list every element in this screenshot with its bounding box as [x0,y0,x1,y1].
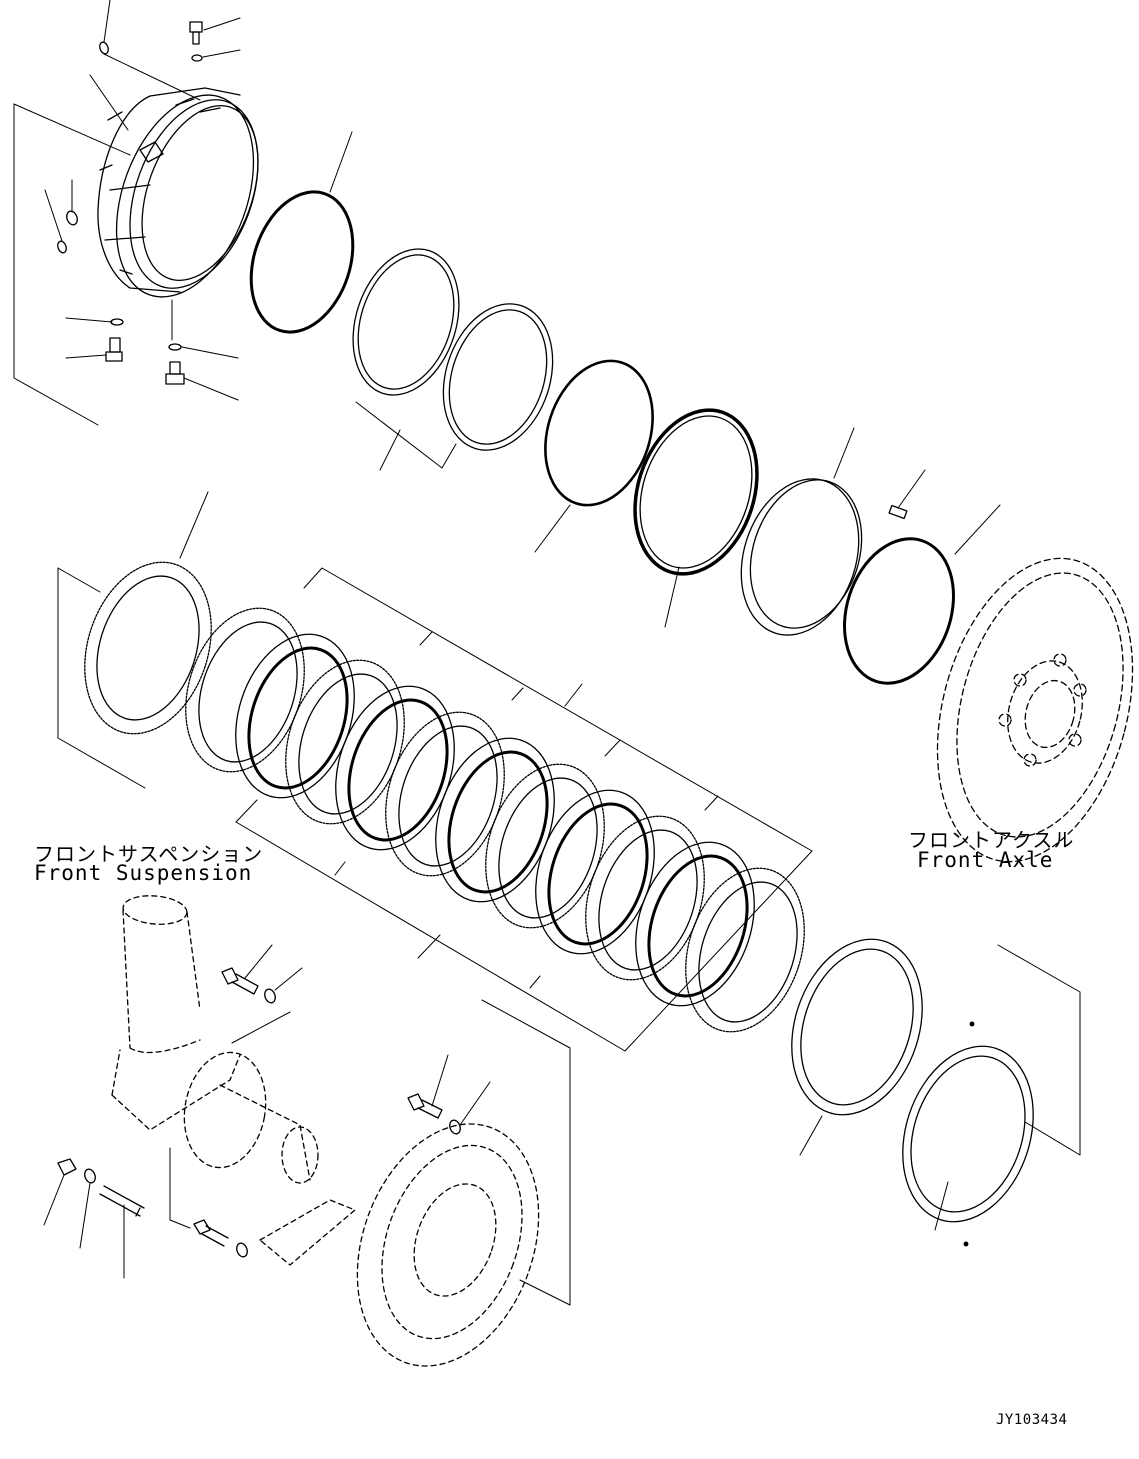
front-axle-phantom [936,557,1134,863]
leader-lines-left [57,491,209,789]
front-axle-label-ja: フロントアクスル [908,828,1075,852]
front-axle-label-en: Front Axle [917,848,1054,872]
front-suspension-phantom [111,895,540,1367]
leader-lines-housing [13,0,241,426]
front-suspension-label-ja: フロントサスペンション [34,842,264,866]
leader-lines-suspension [43,944,571,1306]
piston-housing [97,87,259,298]
leader-lines-top-rings [329,131,1001,628]
housing-fasteners [57,21,203,385]
disc-stack [185,607,805,1033]
friction-disc [685,867,805,1033]
leader-lines-right [799,944,1081,1231]
front-suspension-label-en: Front Suspension [34,861,253,885]
drawing-code: JY103434 [996,1412,1068,1428]
suspension-bolts [57,967,461,1258]
disc-stack-bracket [235,567,813,1052]
top-ring-series [249,190,955,685]
right-shim-ring [791,938,923,1116]
right-plate-ring [902,1021,1034,1247]
left-disc [84,561,212,735]
